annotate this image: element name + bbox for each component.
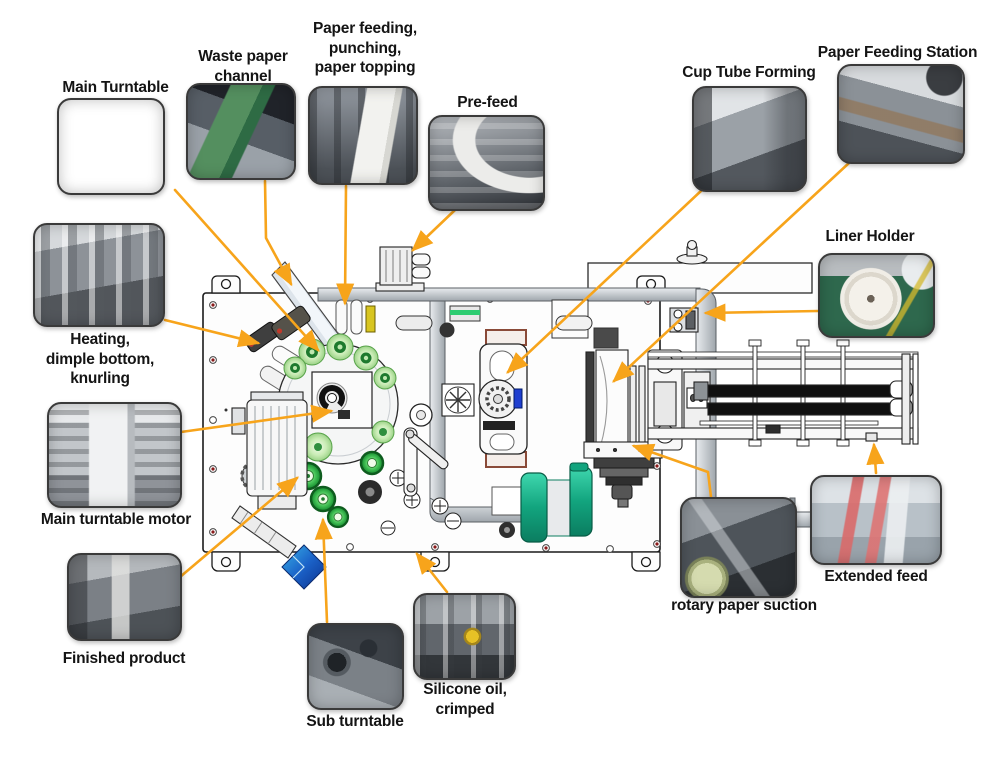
line-cup-tube-forming <box>506 188 704 374</box>
photo-heating-dimple-knurling <box>33 223 165 327</box>
label-finished-product: Finished product <box>62 650 186 667</box>
label-sub-turntable: Sub turntable <box>306 713 404 730</box>
photo-paper-feeding-station <box>837 64 965 164</box>
line-main-turntable <box>173 188 320 352</box>
photo-rotary-paper-suction <box>680 497 797 598</box>
pre-feed-motor <box>375 246 431 292</box>
suction-motor <box>491 462 593 543</box>
line-rotary-paper-suction <box>631 443 713 499</box>
label-paper-feeding-station: Paper Feeding Station <box>817 44 978 61</box>
label-main-turntable-motor: Main turntable motor <box>40 511 192 528</box>
photo-main-turntable <box>57 98 165 195</box>
line-waste-paper-channel <box>263 179 293 287</box>
photo-finished-product <box>67 553 182 641</box>
line-finished-product <box>178 476 299 579</box>
turntable-motor-block <box>231 391 308 510</box>
line-paper-feeding <box>336 184 355 306</box>
label-paper-feeding-punching: Paper feeding, punching, paper topping <box>312 20 417 77</box>
transfer-arm <box>403 427 449 497</box>
photo-pre-feed <box>428 115 545 211</box>
label-cup-tube-forming: Cup Tube Forming <box>682 64 816 81</box>
line-paper-feeding-station <box>612 161 851 383</box>
label-silicone-oil-crimped: Silicone oil, crimped <box>423 681 507 718</box>
label-rotary-paper-suction: rotary paper suction <box>671 597 817 614</box>
photo-cup-tube-forming <box>692 86 807 192</box>
line-extended-feed <box>866 442 885 475</box>
label-waste-paper-channel: Waste paper channel <box>198 48 288 85</box>
label-heating-dimple-knurling: Heating, dimple bottom, knurling <box>45 331 155 388</box>
photo-sub-turntable <box>307 623 404 710</box>
photo-liner-holder <box>818 253 935 338</box>
label-pre-feed: Pre-feed <box>457 94 518 111</box>
line-sub-turntable <box>314 517 333 624</box>
photo-paper-feeding-punching <box>308 86 418 185</box>
photo-main-turntable-motor <box>47 402 182 508</box>
label-extended-feed: Extended feed <box>824 568 928 585</box>
callout-lines <box>163 161 885 624</box>
liner-mount <box>669 239 708 333</box>
label-liner-holder: Liner Holder <box>825 228 915 245</box>
line-heating <box>163 318 261 348</box>
line-liner-holder <box>703 303 820 322</box>
photo-extended-feed <box>810 475 942 565</box>
label-main-turntable: Main Turntable <box>62 79 169 96</box>
line-main-turntable-motor <box>179 404 334 434</box>
photo-waste-paper-channel <box>186 83 296 180</box>
conveyor <box>647 339 919 447</box>
photo-silicone-oil-crimped <box>413 593 516 680</box>
line-silicone-oil <box>415 551 449 594</box>
top-inner-parts <box>365 299 619 349</box>
station-blocks <box>583 349 711 508</box>
line-pre-feed <box>411 208 457 252</box>
